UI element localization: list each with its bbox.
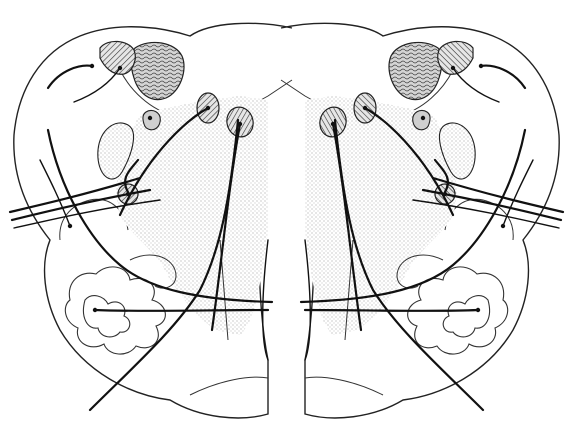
right-brainstem-section xyxy=(281,23,563,418)
left-brainstem-section xyxy=(10,23,292,418)
